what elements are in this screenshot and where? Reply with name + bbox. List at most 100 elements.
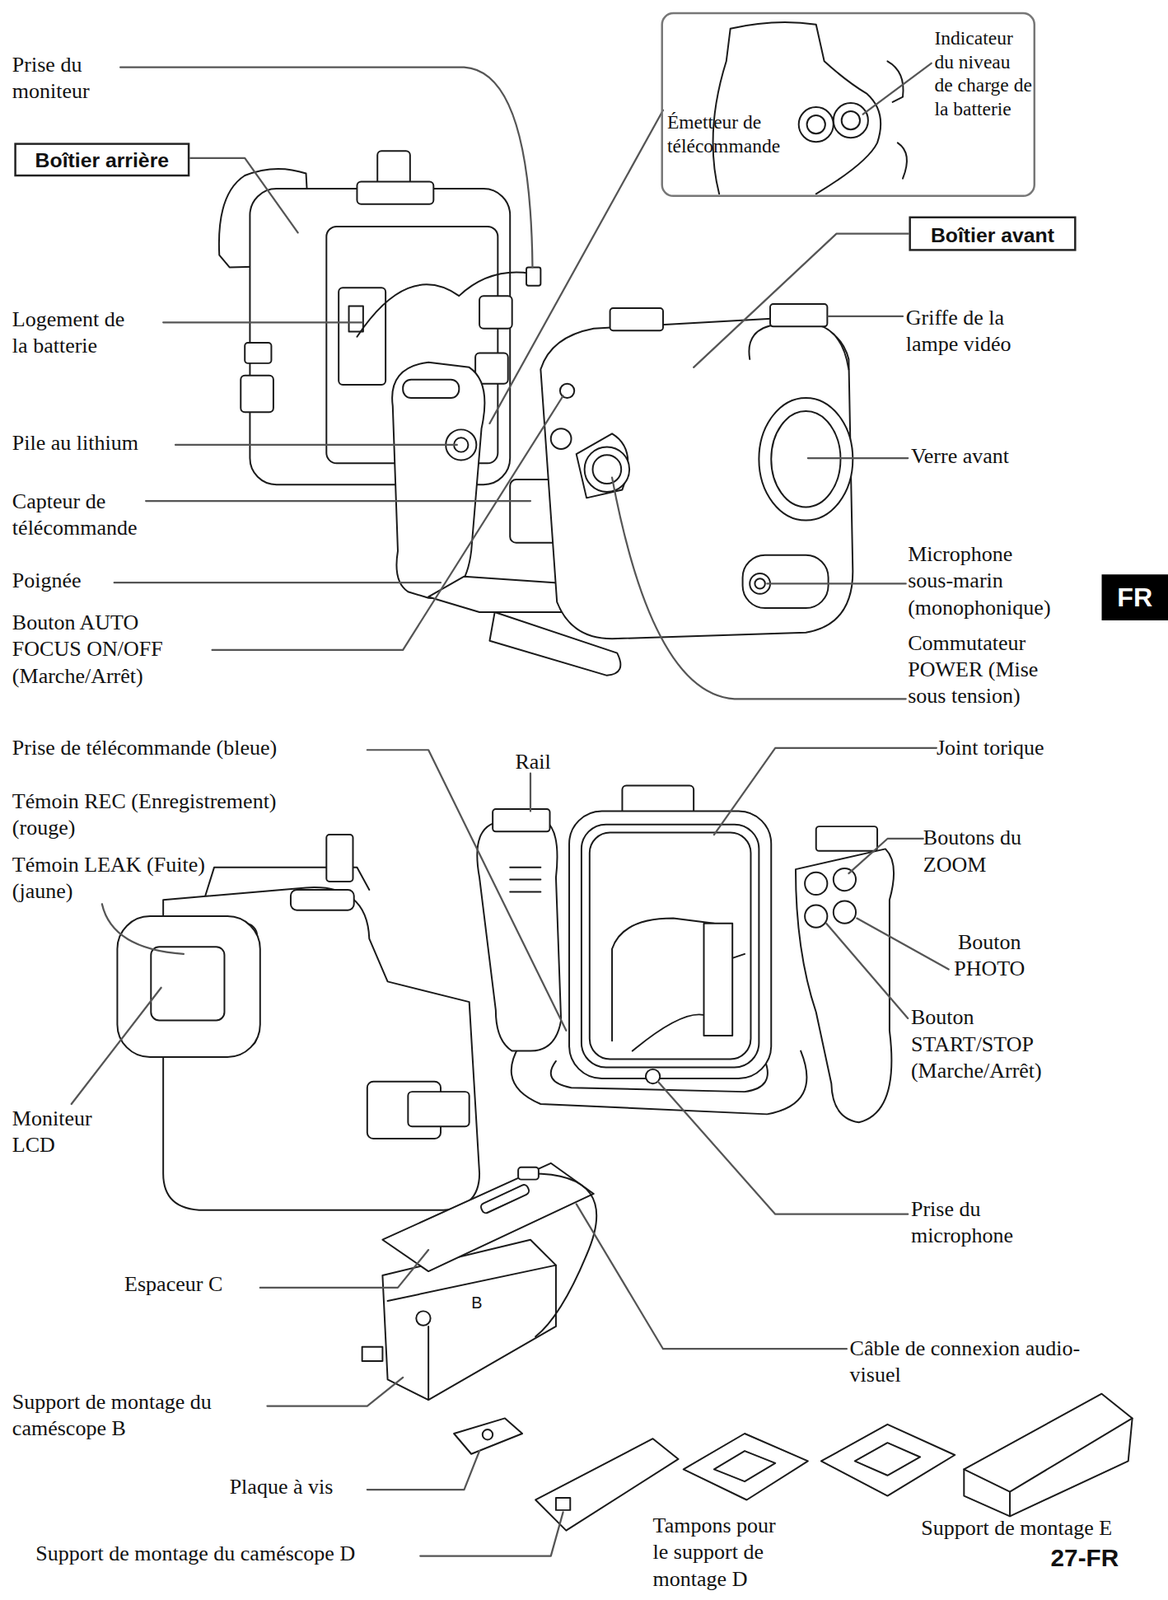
housing-clip — [356, 181, 434, 204]
part-label: Verre avant — [911, 442, 1065, 469]
av-cable — [530, 1172, 597, 1337]
lcd-monitor — [150, 946, 225, 1020]
housing-shoe — [610, 308, 664, 331]
housing-tower — [748, 324, 849, 370]
mount-bracket-b — [387, 1265, 556, 1400]
charge-indicator — [841, 111, 860, 130]
av-plug — [518, 1167, 539, 1180]
part-label: Logement de la batterie — [12, 306, 133, 360]
handle-grille — [509, 866, 541, 869]
front-housing — [509, 303, 853, 639]
front-glass — [770, 411, 841, 507]
heading-box: Boîtier arrière — [14, 142, 190, 177]
part-label: Griffe de la lampe vidéo — [906, 303, 1039, 357]
part-label: Boutons du ZOOM — [923, 824, 1056, 878]
leader-line — [766, 582, 906, 584]
part-label: Témoin REC (Enregistrement) (rouge) — [12, 787, 319, 841]
part-label: Poignée — [12, 567, 136, 594]
part-label: 27-FR — [1051, 1543, 1168, 1573]
part-label: Espaceur C — [124, 1270, 257, 1297]
mic-port — [754, 578, 765, 589]
part-label: Rail — [514, 747, 576, 775]
handle-rail — [492, 808, 550, 832]
lamp-shoe — [770, 303, 827, 327]
zoom-button — [804, 872, 827, 895]
handle-grille — [509, 890, 541, 893]
spacer-c — [382, 1163, 594, 1271]
leader-line — [266, 1377, 403, 1407]
zoom-button — [833, 868, 856, 891]
heading-box: Boîtier avant — [908, 216, 1076, 252]
mount-pad — [854, 1442, 921, 1476]
grip-button — [402, 379, 459, 398]
part-label: Commutateur POWER (Mise sous tension) — [907, 629, 1039, 710]
leader-line — [71, 987, 162, 1104]
part-label: Prise du microphone — [911, 1195, 1054, 1248]
node-text: Boîtier arrière — [16, 148, 188, 173]
housing-gasket — [581, 824, 759, 1068]
leader-line — [489, 110, 664, 424]
housing-clip — [326, 834, 353, 882]
node-text: Indicateur du niveau de charge de la bat… — [934, 26, 1033, 121]
part-label: Moniteur LCD — [12, 1104, 125, 1158]
housing-gasket — [589, 832, 752, 1060]
plate-notch — [555, 1497, 570, 1510]
spacer-slot — [479, 1182, 530, 1214]
photo-button — [833, 901, 856, 924]
part-label: Support de montage du caméscope D — [35, 1539, 424, 1566]
part-label: Microphone sous-marin (monophonique) — [907, 540, 1061, 621]
handle-grille — [509, 878, 541, 881]
part-label: Support de montage E — [920, 1513, 1166, 1541]
mount-bracket-e — [963, 1393, 1132, 1517]
mount-pad — [683, 1433, 809, 1500]
leader-line — [163, 321, 362, 323]
leader-line — [175, 443, 458, 446]
leader-line — [367, 749, 566, 1031]
part-label: Plaque à vis — [229, 1472, 373, 1500]
part-label: Bouton START/STOP (Marche/Arrêt) — [911, 1004, 1065, 1084]
charge-indicator — [833, 102, 869, 138]
inset-drawing — [713, 22, 907, 194]
housing-outline — [540, 317, 853, 639]
monitor-cable — [356, 272, 531, 337]
mount-pad — [714, 1450, 776, 1482]
handle-rail — [816, 826, 878, 851]
mount-bracket-e — [963, 1417, 1132, 1516]
battery-slot — [338, 287, 386, 385]
leader-line — [612, 477, 907, 700]
power-switch — [593, 454, 622, 484]
emitter-lens — [798, 107, 834, 142]
housing-latch — [479, 295, 513, 329]
leader-line — [420, 1511, 563, 1556]
screw — [482, 1429, 493, 1439]
housing-outline — [569, 811, 771, 1079]
leader-line — [863, 63, 932, 115]
language-tab: FR — [1102, 574, 1168, 621]
part-label: Bouton PHOTO — [938, 928, 1041, 982]
leader-line — [367, 1450, 480, 1490]
leader-line — [828, 315, 903, 318]
housing-ridge — [290, 889, 355, 911]
lcd-housing — [116, 834, 480, 1211]
housing-outline — [249, 188, 510, 485]
mount-pad — [821, 1424, 955, 1496]
part-label: B — [471, 1293, 492, 1312]
accessories — [362, 1163, 1133, 1531]
leader-line — [189, 158, 298, 233]
remote-edge — [887, 60, 903, 103]
inner-cable — [612, 918, 715, 1042]
leader-line — [114, 581, 441, 584]
leader-line — [658, 1081, 908, 1215]
housing-latch — [240, 375, 274, 413]
start-stop-button — [804, 904, 827, 927]
part-label: Tampons pour le support de montage D — [653, 1511, 796, 1592]
emitter-lens — [807, 115, 826, 134]
leader-line — [693, 233, 909, 368]
node-text: FR — [1102, 581, 1168, 613]
housing-grip — [392, 362, 485, 599]
inset-frame: Émetteur de télécommandeIndicateur du ni… — [661, 12, 1037, 197]
leader-line — [529, 773, 532, 812]
battery-contact — [349, 306, 364, 332]
monitor-plug — [526, 266, 541, 285]
